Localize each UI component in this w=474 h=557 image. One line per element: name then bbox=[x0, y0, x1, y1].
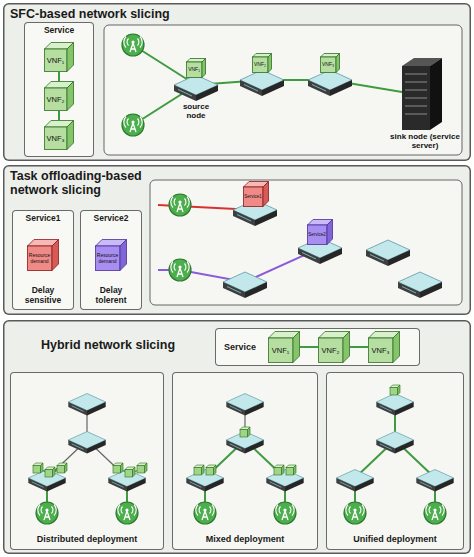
vnf-cube: VNF₂ bbox=[44, 81, 74, 111]
vnf-cube: Resource demand bbox=[95, 239, 127, 271]
cube-label: Resource demand bbox=[27, 246, 52, 271]
cube-face bbox=[52, 240, 59, 271]
box-heading: Service bbox=[24, 26, 94, 36]
cube-face bbox=[253, 57, 269, 73]
vnf-cube: VNF₃ bbox=[368, 331, 400, 363]
cube-face bbox=[45, 127, 68, 150]
cube-label: VNF₁ bbox=[186, 62, 202, 78]
cube-label: Service2 bbox=[307, 225, 327, 245]
cube-label: VNF₃ bbox=[44, 127, 67, 150]
vnf-cube: Resource demand bbox=[27, 239, 59, 271]
vnf-cube: VNF₂ bbox=[252, 53, 272, 73]
cube-face bbox=[244, 187, 264, 207]
box-heading: Service1 bbox=[12, 214, 74, 224]
cube-face bbox=[393, 332, 400, 363]
cube-face bbox=[319, 338, 344, 363]
cube-face bbox=[45, 49, 68, 72]
service-box: Service VNF₁ VNF₂ VNF₃ bbox=[215, 328, 420, 366]
cube-face bbox=[202, 59, 206, 78]
cube-face bbox=[67, 82, 74, 111]
cube-face bbox=[45, 88, 68, 111]
panel-title: Task offloading-based network slicing bbox=[10, 169, 155, 198]
vnf-cube: Service2 bbox=[307, 219, 333, 245]
vnf-cube: Service1 bbox=[243, 181, 269, 207]
cube-label: VNF₂ bbox=[252, 57, 268, 73]
cube-face bbox=[343, 332, 350, 363]
cube-label: VNF₁ bbox=[268, 338, 293, 363]
box-caption: Delay sensitive bbox=[12, 286, 74, 305]
vnf-cube: VNF₁ bbox=[268, 331, 300, 363]
cube-face bbox=[321, 57, 337, 73]
cube-face bbox=[293, 332, 300, 363]
cube-label: Resource demand bbox=[95, 246, 120, 271]
vnf-cube: VNF₁ bbox=[44, 42, 74, 72]
vnf-cube: VNF₃ bbox=[44, 120, 74, 150]
cube-face bbox=[336, 54, 340, 73]
cube-face bbox=[308, 225, 328, 245]
box-caption: Distributed deployment bbox=[10, 535, 164, 545]
slicing-panel: Hybrid network slicingService VNF₁ VNF₂ VNF… bbox=[3, 320, 471, 554]
service-box: ServiceVNF₁ VNF₂ VNF₃ bbox=[24, 22, 94, 157]
cube-face bbox=[369, 338, 394, 363]
cube-face bbox=[96, 246, 121, 271]
cube-face bbox=[67, 43, 74, 72]
cube-face bbox=[269, 338, 294, 363]
box-caption: Unified deployment bbox=[326, 535, 464, 545]
deployment-box: Distributed deployment bbox=[10, 372, 164, 550]
cube-face bbox=[327, 220, 333, 245]
box-caption: Delay tolerent bbox=[80, 286, 142, 305]
cube-face bbox=[268, 54, 272, 73]
box-caption: Mixed deployment bbox=[172, 535, 318, 545]
cube-label: Service1 bbox=[243, 187, 263, 207]
cube-face bbox=[120, 240, 127, 271]
cube-face bbox=[67, 121, 74, 150]
vnf-cube: VNF₃ bbox=[320, 53, 340, 73]
cube-face bbox=[187, 62, 203, 78]
node-label: sink node (service server) bbox=[390, 133, 460, 151]
cube-label: VNF₂ bbox=[44, 88, 67, 111]
cube-label: VNF₃ bbox=[320, 57, 336, 73]
cube-face bbox=[28, 246, 53, 271]
cube-label: VNF₃ bbox=[368, 338, 393, 363]
vnf-cube: VNF₁ bbox=[186, 58, 206, 78]
deployment-box: Mixed deployment bbox=[172, 372, 318, 550]
box-heading: Service2 bbox=[80, 214, 142, 224]
cube-label: VNF₂ bbox=[318, 338, 343, 363]
panel-title: SFC-based network slicing bbox=[10, 7, 310, 21]
cube-face bbox=[263, 182, 269, 207]
service-box: Service1Delay sensitive Resource demand bbox=[12, 210, 74, 310]
node-label: source node bbox=[176, 103, 216, 121]
vnf-cube: VNF₂ bbox=[318, 331, 350, 363]
box-heading: Service bbox=[224, 342, 256, 352]
slicing-panel: Task offloading-based network slicingSer… bbox=[3, 165, 471, 315]
deployment-box: Unified deployment bbox=[326, 372, 464, 550]
service-box: Service2Delay tolerent Resource demand bbox=[80, 210, 142, 310]
cube-label: VNF₁ bbox=[44, 49, 67, 72]
panel-title: Hybrid network slicing bbox=[41, 338, 241, 352]
